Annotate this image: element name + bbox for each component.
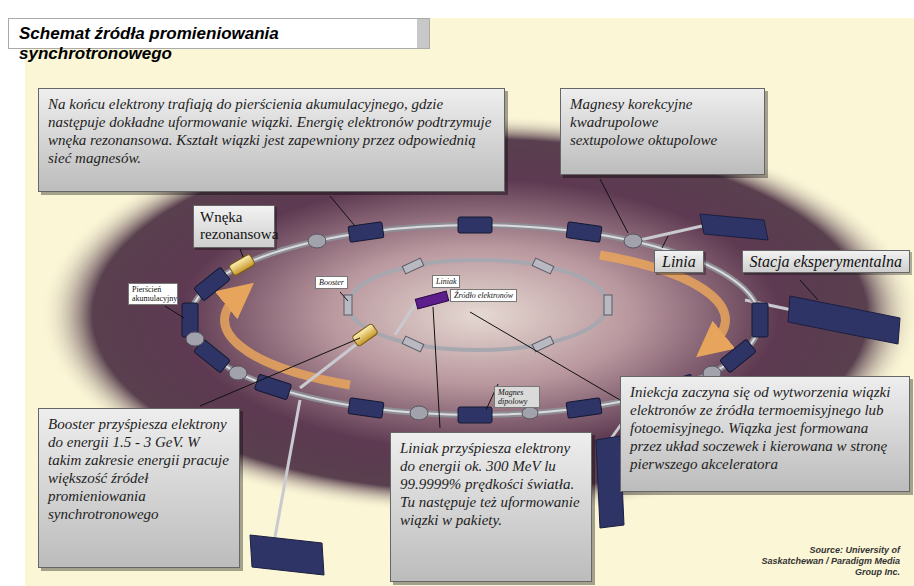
node-text: Iniekcja zaczyna się od wytworzenia wiąz… — [630, 383, 900, 473]
source-note: Source: University of Saskatchewan / Par… — [748, 545, 900, 577]
rf-cavity — [229, 254, 256, 276]
booster-magnets — [344, 258, 612, 352]
node-text: Wnęka rezonansowa — [200, 209, 268, 244]
part-label: Magnes dipolowy — [494, 386, 540, 408]
node-text: Booster przyśpiesza elektrony do energii… — [48, 415, 230, 523]
part-label: Stacja eksperymentalna — [742, 250, 910, 273]
linac — [415, 291, 448, 309]
node-text: Booster — [319, 278, 344, 287]
booster-cavity — [352, 323, 379, 347]
node-text: Na końcu elektrony trafiają do pierścien… — [48, 95, 495, 167]
node-text: Magnes dipolowy — [498, 388, 536, 406]
callout-box: Booster przyśpiesza elektrony do energii… — [38, 408, 240, 568]
node-text: Źródło elektronów — [454, 291, 513, 300]
callout-box: Magnesy korekcyjne kwadrupolowe sextupol… — [560, 88, 765, 175]
part-label: Liniak — [432, 275, 460, 288]
node-text: Stacja eksperymentalna — [750, 252, 902, 271]
part-label: Booster — [315, 276, 348, 289]
node-text: Linia — [662, 252, 696, 271]
node-text: Liniak — [436, 277, 456, 286]
node-text: Pierścień akumulacyjny — [132, 285, 174, 303]
part-label: Pierścień akumulacyjny — [128, 283, 178, 305]
title-box: Schemat źródła promieniowania synchrotro… — [8, 18, 430, 49]
part-label: Linia — [654, 250, 704, 273]
booster-ring — [348, 260, 608, 350]
callout-box: Liniak przyśpiesza elektrony do energii … — [390, 432, 592, 582]
flow-arrow — [225, 294, 350, 385]
node-text: Liniak przyśpiesza elektrony do energii … — [400, 439, 582, 529]
callout-box: Na końcu elektrony trafiają do pierścien… — [38, 88, 505, 192]
callout-box: Iniekcja zaczyna się od wytworzenia wiąz… — [620, 376, 910, 492]
part-label: Wnęka rezonansowa — [193, 205, 275, 248]
node-text: Magnesy korekcyjne kwadrupolowe sextupol… — [570, 95, 720, 149]
part-label: Źródło elektronów — [450, 289, 517, 302]
